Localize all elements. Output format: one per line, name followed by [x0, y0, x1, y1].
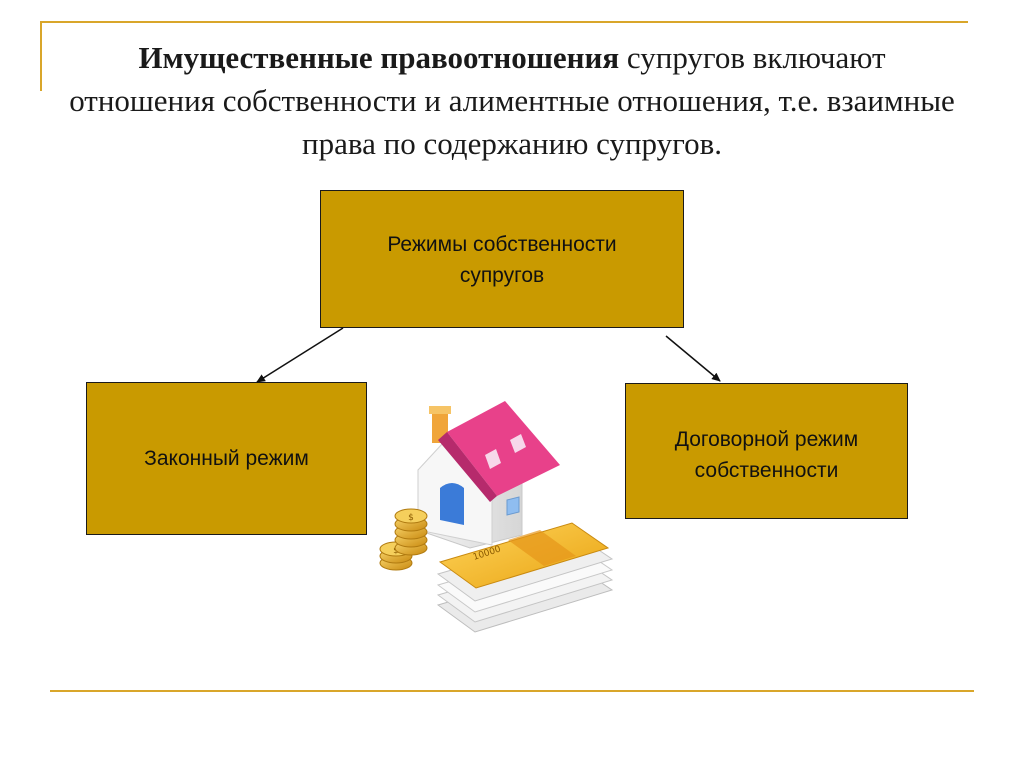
legal-regime-label: Законный режим	[144, 447, 309, 470]
banknote-value-label: 10000	[472, 544, 503, 562]
title-line2: отношения собственности и алиментные отн…	[69, 83, 955, 118]
slide-title: Имущественные правоотношения супругов вк…	[30, 36, 994, 165]
frame-left-line	[40, 21, 42, 91]
contractual-regime-label: Договорной режим собственности	[674, 428, 859, 482]
frame-top-line	[40, 21, 968, 23]
root-node-property-regimes: Режимы собственности супругов	[320, 190, 684, 328]
child-node-contractual-regime: Договорной режим собственности	[625, 383, 908, 519]
title-line1-rest: супругов включают	[619, 40, 886, 75]
title-bold-phrase: Имущественные правоотношения	[138, 40, 620, 75]
footer-divider	[50, 690, 974, 692]
svg-text:$: $	[408, 513, 414, 523]
coin-stack-left: $	[379, 541, 413, 571]
svg-text:$: $	[393, 546, 399, 556]
connector-arrow-right	[665, 335, 721, 382]
coin-stack-center: $	[394, 508, 428, 556]
house-money-coins-icon: $ $ 10000	[379, 401, 614, 633]
connector-arrow-left	[256, 327, 344, 383]
root-node-label: Режимы собственности супругов	[387, 233, 617, 287]
title-line3: права по содержанию супругов.	[302, 126, 722, 161]
banknote-stack: 10000	[436, 522, 614, 633]
child-node-legal-regime: Законный режим	[86, 382, 367, 535]
